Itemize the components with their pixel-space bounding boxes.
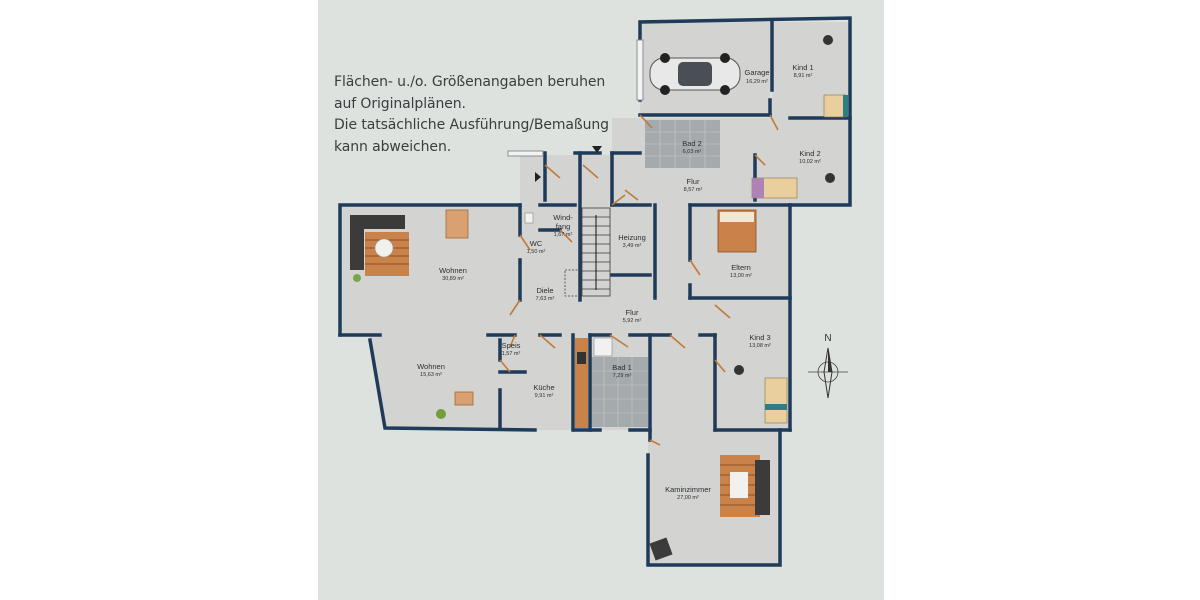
room-name-diele: Diele — [536, 286, 553, 295]
room-name-speis: Speis — [502, 341, 521, 350]
room-name-kind2: Kind 2 — [799, 149, 820, 158]
sofa-wohnen-icon — [350, 215, 409, 276]
floor-kind1 — [772, 22, 850, 118]
room-name-garage: Garage — [744, 68, 769, 77]
disclaimer-line: auf Originalplänen. — [334, 95, 466, 112]
floor-areas — [340, 22, 850, 565]
window — [507, 150, 544, 157]
room-name-bad1: Bad 1 — [612, 363, 632, 372]
fireplace-icon — [649, 537, 673, 561]
compass-icon: N — [808, 333, 848, 399]
room-name-wohnen1: Wohnen — [439, 266, 467, 275]
room-area-flur-top: 8,57 m² — [684, 187, 703, 193]
room-area-wohnen1: 30,89 m² — [442, 276, 464, 282]
room-area-garage: 16,29 m² — [746, 79, 768, 85]
room-area-speis: 1,57 m² — [502, 351, 521, 357]
chair-icon — [823, 35, 833, 45]
disclaimer-line: Die tatsächliche Ausführung/Bemaßung — [334, 117, 609, 133]
room-area-bad2: 6,03 m² — [683, 149, 702, 155]
compass-label: N — [824, 333, 831, 344]
entry-arrow-icon — [592, 146, 602, 153]
room-name-wohnen2: Wohnen — [417, 362, 445, 371]
room-area-kaminzimmer: 27,00 m² — [677, 495, 699, 501]
window — [636, 39, 644, 101]
plant-icon — [353, 274, 361, 282]
room-area-kind1: 8,91 m² — [794, 73, 813, 79]
chair-icon — [734, 365, 744, 375]
entry-arrow-icon — [535, 172, 541, 182]
bed-kind3-icon — [764, 377, 788, 424]
kitchen-counter-icon — [575, 338, 588, 428]
room-area-bad1: 7,29 m² — [613, 373, 632, 379]
staircase — [564, 207, 611, 297]
sofa-kamin-icon — [720, 455, 770, 517]
cabinet-icon — [454, 391, 474, 406]
room-area-wc: 1,50 m² — [527, 249, 546, 255]
room-area-windfang: 1,67 m² — [554, 232, 573, 238]
disclaimer-line: Flächen- u./o. Größenangaben beruhen — [334, 74, 606, 90]
plant-icon — [436, 409, 446, 419]
room-area-kueche: 9,91 m² — [535, 393, 554, 399]
car-icon — [649, 53, 741, 95]
room-name-flur-mid: Flur — [626, 308, 639, 317]
chair-icon — [825, 173, 835, 183]
room-area-kind3: 13,08 m² — [749, 343, 771, 349]
room-name-windfang: Wind- — [553, 213, 573, 222]
room-name-kind3: Kind 3 — [749, 333, 770, 342]
toilet-icon — [524, 212, 534, 224]
bed-eltern-icon — [717, 209, 757, 253]
room-area-kind2: 10,02 m² — [799, 159, 821, 165]
room-name-heizung: Heizung — [618, 233, 646, 242]
room-name-kind1: Kind 1 — [792, 63, 813, 72]
doors — [499, 114, 779, 446]
stove-icon — [577, 352, 586, 364]
table-icon — [445, 209, 469, 239]
bathtub-icon — [593, 337, 613, 357]
furniture — [350, 35, 848, 561]
windows — [507, 39, 644, 157]
room-name-bad2: Bad 2 — [682, 139, 702, 148]
room-name-kaminzimmer: Kaminzimmer — [665, 485, 711, 494]
tiles-bad1 — [590, 357, 648, 427]
room-name-windfang-2: fang — [556, 222, 571, 231]
disclaimer-line: kann abweichen. — [334, 138, 452, 155]
tile-grid — [590, 120, 720, 427]
room-name-wc: WC — [530, 239, 543, 248]
room-area-flur-mid: 5,92 m² — [623, 318, 642, 324]
bed-kind1-icon — [823, 94, 848, 118]
room-labels: Garage 16,29 m² Kind 1 8,91 m² Bad 2 6,0… — [417, 63, 821, 501]
room-name-eltern: Eltern — [731, 263, 751, 272]
floor-wohnen2 — [370, 335, 500, 428]
room-area-eltern: 13,00 m² — [730, 273, 752, 279]
room-area-wohnen2: 15,63 m² — [420, 372, 442, 378]
room-name-kueche: Küche — [533, 383, 554, 392]
bed-kind2-icon — [751, 177, 798, 199]
room-name-flur-top: Flur — [687, 177, 700, 186]
room-area-heizung: 3,49 m² — [623, 243, 642, 249]
room-area-diele: 7,63 m² — [536, 296, 555, 302]
disclaimer-text: Flächen- u./o. Größenangaben beruhen auf… — [334, 72, 634, 158]
